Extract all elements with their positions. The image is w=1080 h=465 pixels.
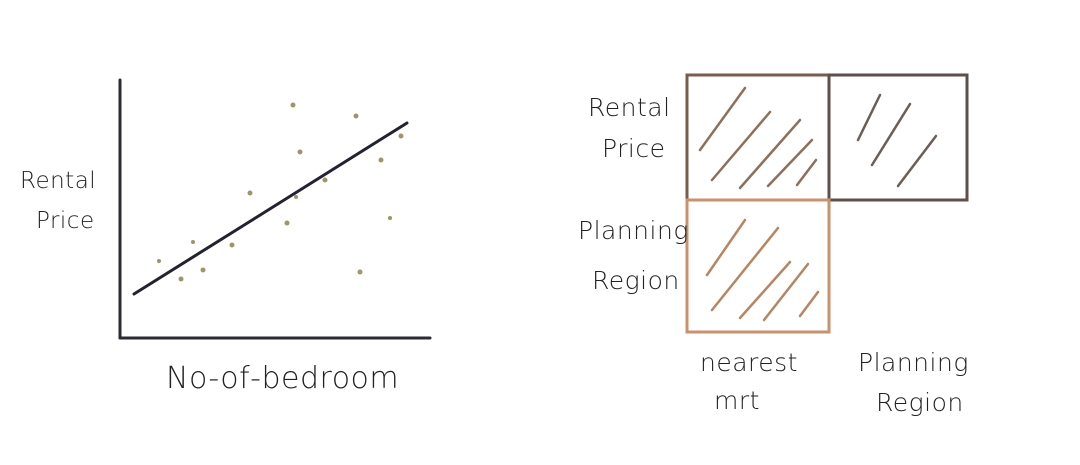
matrix-cell-rental-price-nearest-mrt bbox=[685, 73, 831, 202]
scatter-point bbox=[191, 240, 195, 244]
scatter-point bbox=[353, 113, 359, 119]
matrix-cell-planning-region-nearest-mrt bbox=[685, 198, 831, 334]
scatter-point bbox=[357, 269, 363, 275]
scatter-point bbox=[378, 157, 384, 163]
scatter-point bbox=[229, 242, 235, 248]
row-label-rental-price-line-1: Rental bbox=[588, 93, 671, 122]
x-axis-label: No-of-bedroom bbox=[166, 361, 400, 396]
scatter-point bbox=[294, 195, 298, 199]
scatter-point bbox=[247, 190, 253, 196]
matrix-cell-rental-price-planning-region bbox=[827, 73, 969, 202]
y-axis-label-line-1: Rental bbox=[20, 168, 97, 194]
y-axis-label-line-2: Price bbox=[36, 208, 95, 234]
matrix-sketch bbox=[685, 73, 969, 334]
scatter-point bbox=[290, 102, 296, 108]
col-label-nearest-mrt-line-2: mrt bbox=[714, 386, 760, 415]
col-label-planning-region-line-2: Region bbox=[876, 388, 964, 417]
scatter-point bbox=[200, 267, 206, 273]
scatter-point bbox=[178, 276, 184, 282]
scatter-point bbox=[157, 259, 161, 263]
scatter-point bbox=[284, 220, 290, 226]
scatter-point bbox=[388, 216, 392, 220]
col-label-nearest-mrt-line-1: nearest bbox=[700, 348, 798, 377]
row-label-planning-region-line-1: Planning bbox=[578, 216, 689, 245]
scatter-point bbox=[398, 133, 404, 139]
scatter-plot-sketch bbox=[118, 78, 432, 340]
col-label-planning-region-line-1: Planning bbox=[858, 348, 969, 377]
row-label-rental-price-line-2: Price bbox=[602, 134, 666, 163]
scatter-point bbox=[322, 177, 328, 183]
scatter-points bbox=[157, 102, 404, 282]
scatter-point bbox=[297, 149, 303, 155]
row-label-planning-region-line-2: Region bbox=[592, 266, 680, 295]
trend-line bbox=[132, 121, 409, 296]
